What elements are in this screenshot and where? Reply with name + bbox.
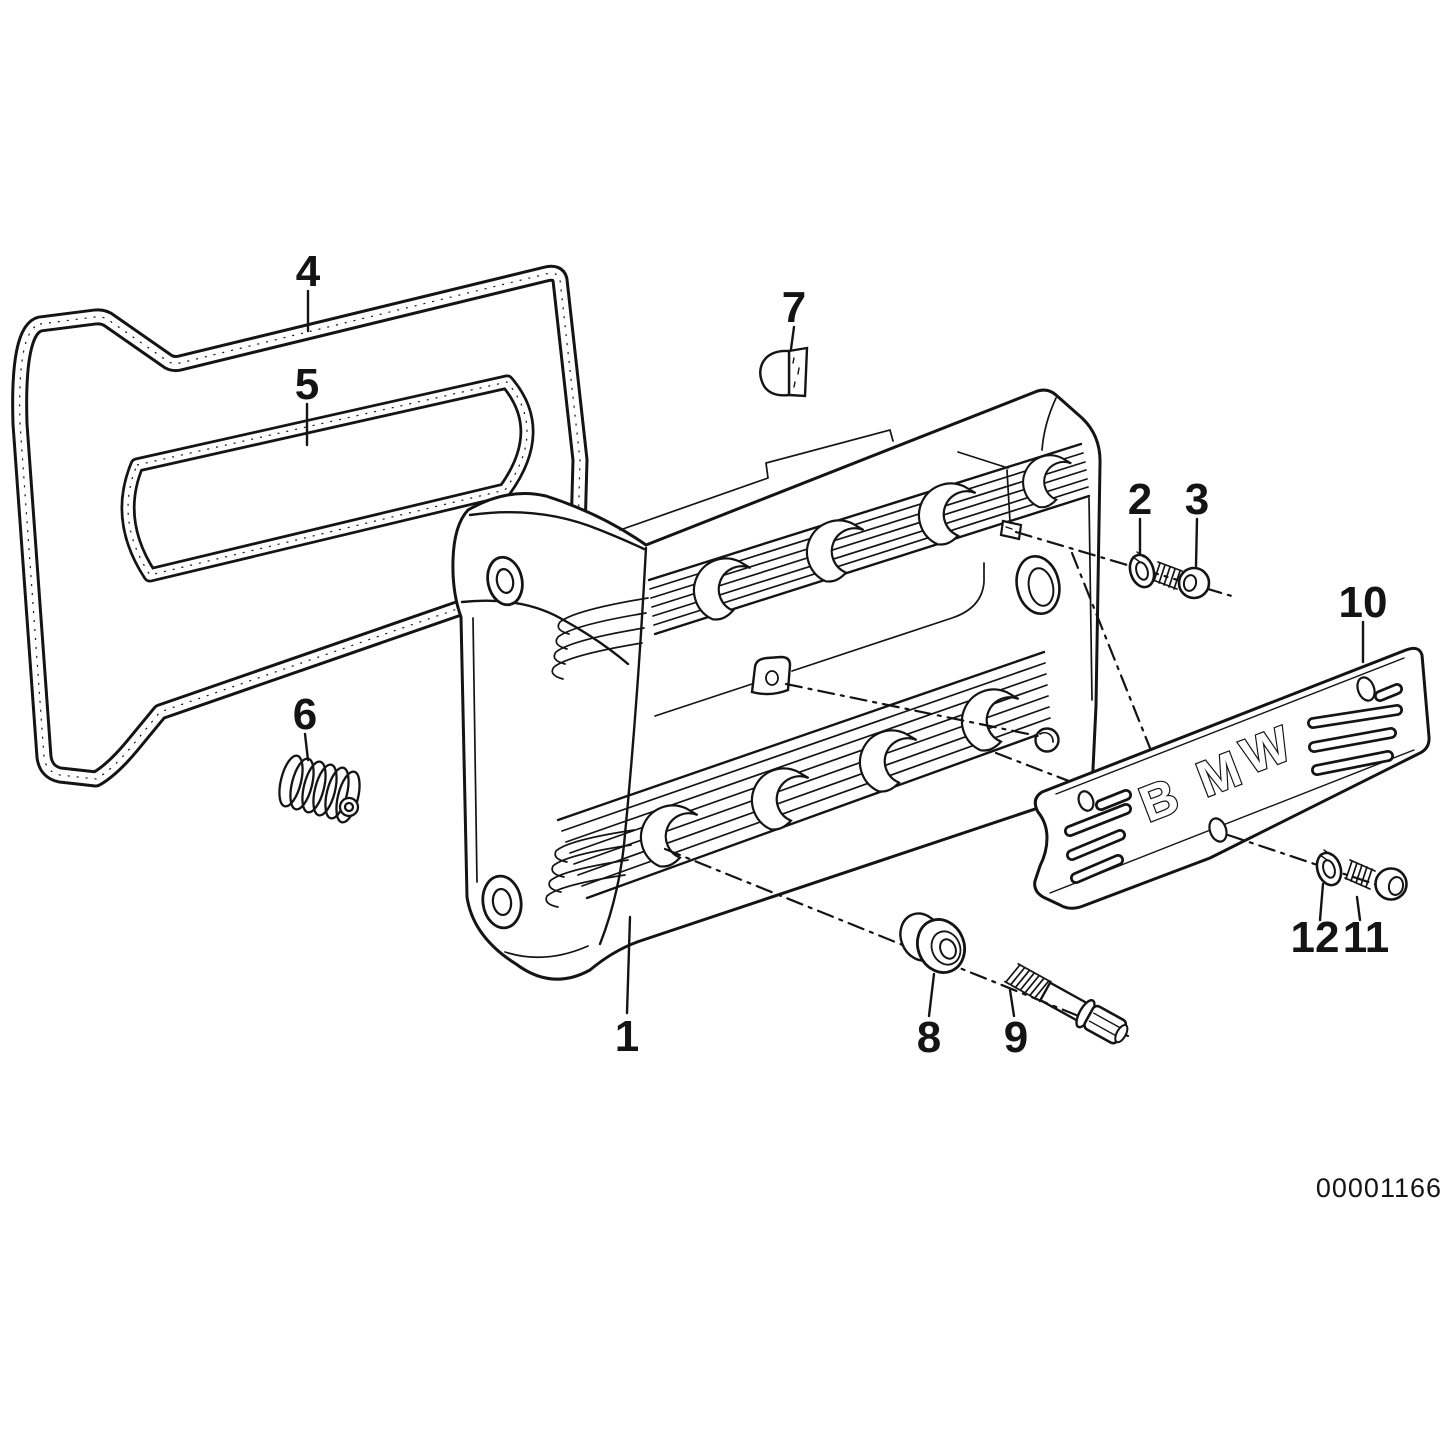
plug-disc — [759, 349, 791, 397]
emblem-plate-hole-center — [1208, 817, 1228, 843]
cover-left-flange — [472, 617, 478, 883]
left-face-hooks-lower — [545, 829, 635, 908]
cover-filler-hole — [1027, 567, 1055, 607]
callout-12-leader — [1318, 882, 1325, 922]
callout-1[interactable]: 1 — [615, 1012, 639, 1061]
bolt-9-head-cap — [1114, 1024, 1129, 1044]
bolt-9-shank — [1038, 980, 1090, 1023]
grommet-8 — [899, 912, 967, 974]
spring-end-outer — [338, 796, 360, 818]
cover-bolt-hole-right — [1034, 727, 1060, 753]
callout-7[interactable]: 7 — [782, 283, 806, 332]
spring-coil-5 — [324, 766, 350, 820]
screw-3 — [1152, 561, 1211, 600]
screw-11-threads — [1344, 859, 1376, 890]
upper-fins — [649, 452, 1089, 626]
valve-cover — [451, 388, 1102, 981]
callout-8[interactable]: 8 — [917, 1013, 941, 1062]
callout-3[interactable]: 3 — [1185, 475, 1209, 524]
screw-11 — [1344, 859, 1408, 901]
screw-3-threads — [1152, 561, 1183, 590]
screw-11-socket — [1387, 876, 1405, 896]
bolt-9-threads — [1004, 963, 1052, 1001]
slot-cores — [1066, 685, 1401, 882]
bolt-9 — [1004, 963, 1129, 1045]
cover-bolt-hole-right-inner — [1039, 731, 1054, 743]
screw-3-socket — [1182, 574, 1198, 592]
cover-boss-lower-hole — [491, 887, 513, 917]
gasket-inner-stipple — [127, 381, 528, 576]
document-number: 00001166 — [1316, 1173, 1442, 1203]
plug-hatch — [792, 357, 800, 388]
cover-screw-hole-square-inner — [1005, 526, 1013, 530]
spring-end-inner — [343, 801, 355, 813]
lower-fin-bottom — [585, 728, 1053, 900]
cover-front-corner-edge — [598, 546, 648, 946]
cover-boss-upper-hole — [495, 568, 515, 594]
callout-10[interactable]: 10 — [1339, 578, 1388, 627]
spring-coil-4 — [312, 763, 338, 817]
lower-fins — [561, 662, 1051, 887]
bolt-9-head-facets — [1088, 1012, 1125, 1039]
grommet-hole — [939, 938, 957, 960]
callout-1-leader — [625, 915, 632, 1015]
left-face-hooks-upper — [551, 597, 649, 680]
callout-9-leader — [1008, 988, 1016, 1018]
emblem-plate-hole-left — [1077, 790, 1095, 812]
spring-coil-6 — [335, 770, 361, 824]
callout-11-leader — [1355, 895, 1362, 922]
callout-6[interactable]: 6 — [293, 690, 317, 739]
cover-top-step — [957, 451, 1011, 523]
callout-2[interactable]: 2 — [1128, 475, 1152, 524]
washer-2 — [1128, 551, 1156, 589]
cover-cable-tab-hole — [765, 670, 779, 686]
gasket-inner — [120, 374, 535, 583]
washer-12-split — [1319, 849, 1332, 861]
callout-3-leader — [1194, 517, 1199, 568]
washer-12-inner — [1322, 859, 1336, 879]
leader-line-tab-to-boss — [784, 682, 1040, 738]
callout-8-leader — [927, 972, 936, 1018]
callout-9[interactable]: 9 — [1004, 1013, 1028, 1062]
callout-12[interactable]: 12 — [1291, 913, 1340, 962]
callout-4[interactable]: 4 — [296, 247, 321, 296]
washer-12 — [1315, 849, 1343, 887]
cover-screw-hole-square — [999, 519, 1023, 541]
halfmoon-plug — [759, 346, 809, 398]
callout-11[interactable]: 11 — [1343, 913, 1390, 962]
cover-top-crease — [619, 428, 894, 531]
leader-line-cover-to-plate — [1070, 551, 1170, 795]
emblem-plate-slots — [1064, 683, 1403, 884]
cover-middle-recess — [654, 562, 985, 717]
callout-6-leader — [303, 732, 310, 762]
lower-fin-ridge — [556, 650, 1046, 822]
callout-5[interactable]: 5 — [295, 360, 319, 409]
callouts-group: 1 2 3 4 5 6 7 8 9 10 11 12 — [293, 247, 1390, 1062]
cover-ear-ridge — [468, 510, 646, 551]
emblem-plate-body — [1033, 646, 1431, 910]
spring — [278, 754, 361, 824]
spring-coil-3 — [301, 760, 327, 814]
callout-7-leader — [789, 325, 796, 351]
washer-2-inner — [1135, 561, 1149, 581]
emblem-plate: B M W — [1033, 646, 1431, 910]
upper-fin-ridge — [647, 442, 1083, 582]
cover-foot-line — [504, 945, 589, 959]
emblem-plate-hole-top — [1356, 676, 1376, 702]
spring-coil-1 — [278, 754, 304, 808]
